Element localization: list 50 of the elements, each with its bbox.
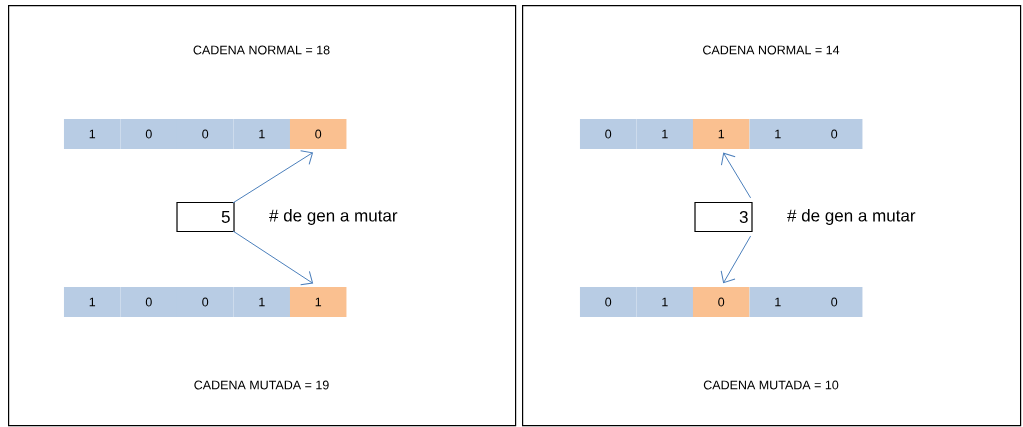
bit-cell: 1 [233,119,291,149]
bit-cell: 0 [120,119,178,149]
node-label: 1 [259,129,265,139]
bit-cell: 0 [579,119,637,149]
bit-cell: 0 [579,287,637,317]
bit-cell: 1 [63,119,121,149]
node-label: 1 [775,129,781,139]
panel-heading: CADENA MUTADA = 10 [703,380,839,390]
node-label: 1 [89,129,96,139]
arrow [232,150,313,204]
node-label: 0 [202,297,209,307]
bit-cell: 1 [233,287,291,317]
bit-cell: 0 [805,119,863,149]
node-label: 1 [89,297,96,307]
bit-cell: 0 [692,287,750,317]
bit-cell: 1 [692,119,750,149]
bit-cell: 0 [289,119,347,149]
bit-cell: 1 [63,287,121,317]
node-label: 0 [202,129,209,139]
bit-cell: 0 [120,287,178,317]
bit-cell: 1 [636,119,694,149]
bit-cell: 0 [805,287,863,317]
panel [8,5,517,427]
panel [522,5,1022,427]
node-label: 0 [605,129,612,139]
node-label: 1 [259,297,265,307]
arrow [720,235,752,284]
panel-heading: CADENA NORMAL = 14 [703,45,840,55]
bit-cell: 1 [749,119,807,149]
bit-cell: 1 [289,287,347,317]
box-caption: # de gen a mutar [787,209,916,225]
number-box: 5 [176,201,235,233]
node-label: 0 [831,129,838,139]
node-label: 0 [605,297,612,307]
number-box: 3 [694,201,753,233]
arrow [720,152,752,199]
bit-cell: 1 [636,287,694,317]
bit-cell: 0 [176,287,234,317]
arrow [232,230,314,286]
node-label: 0 [145,129,152,139]
bit-cell: 0 [176,119,234,149]
node-label: 0 [831,297,838,307]
node-label: 1 [662,297,668,307]
node-label: 1 [775,297,781,307]
node-label: 0 [145,297,152,307]
panel-heading: CADENA NORMAL = 18 [193,45,330,55]
bit-cell: 1 [749,287,807,317]
panel-heading: CADENA MUTADA = 19 [194,380,329,390]
node-label: 1 [662,129,668,139]
box-caption: # de gen a mutar [269,209,398,225]
